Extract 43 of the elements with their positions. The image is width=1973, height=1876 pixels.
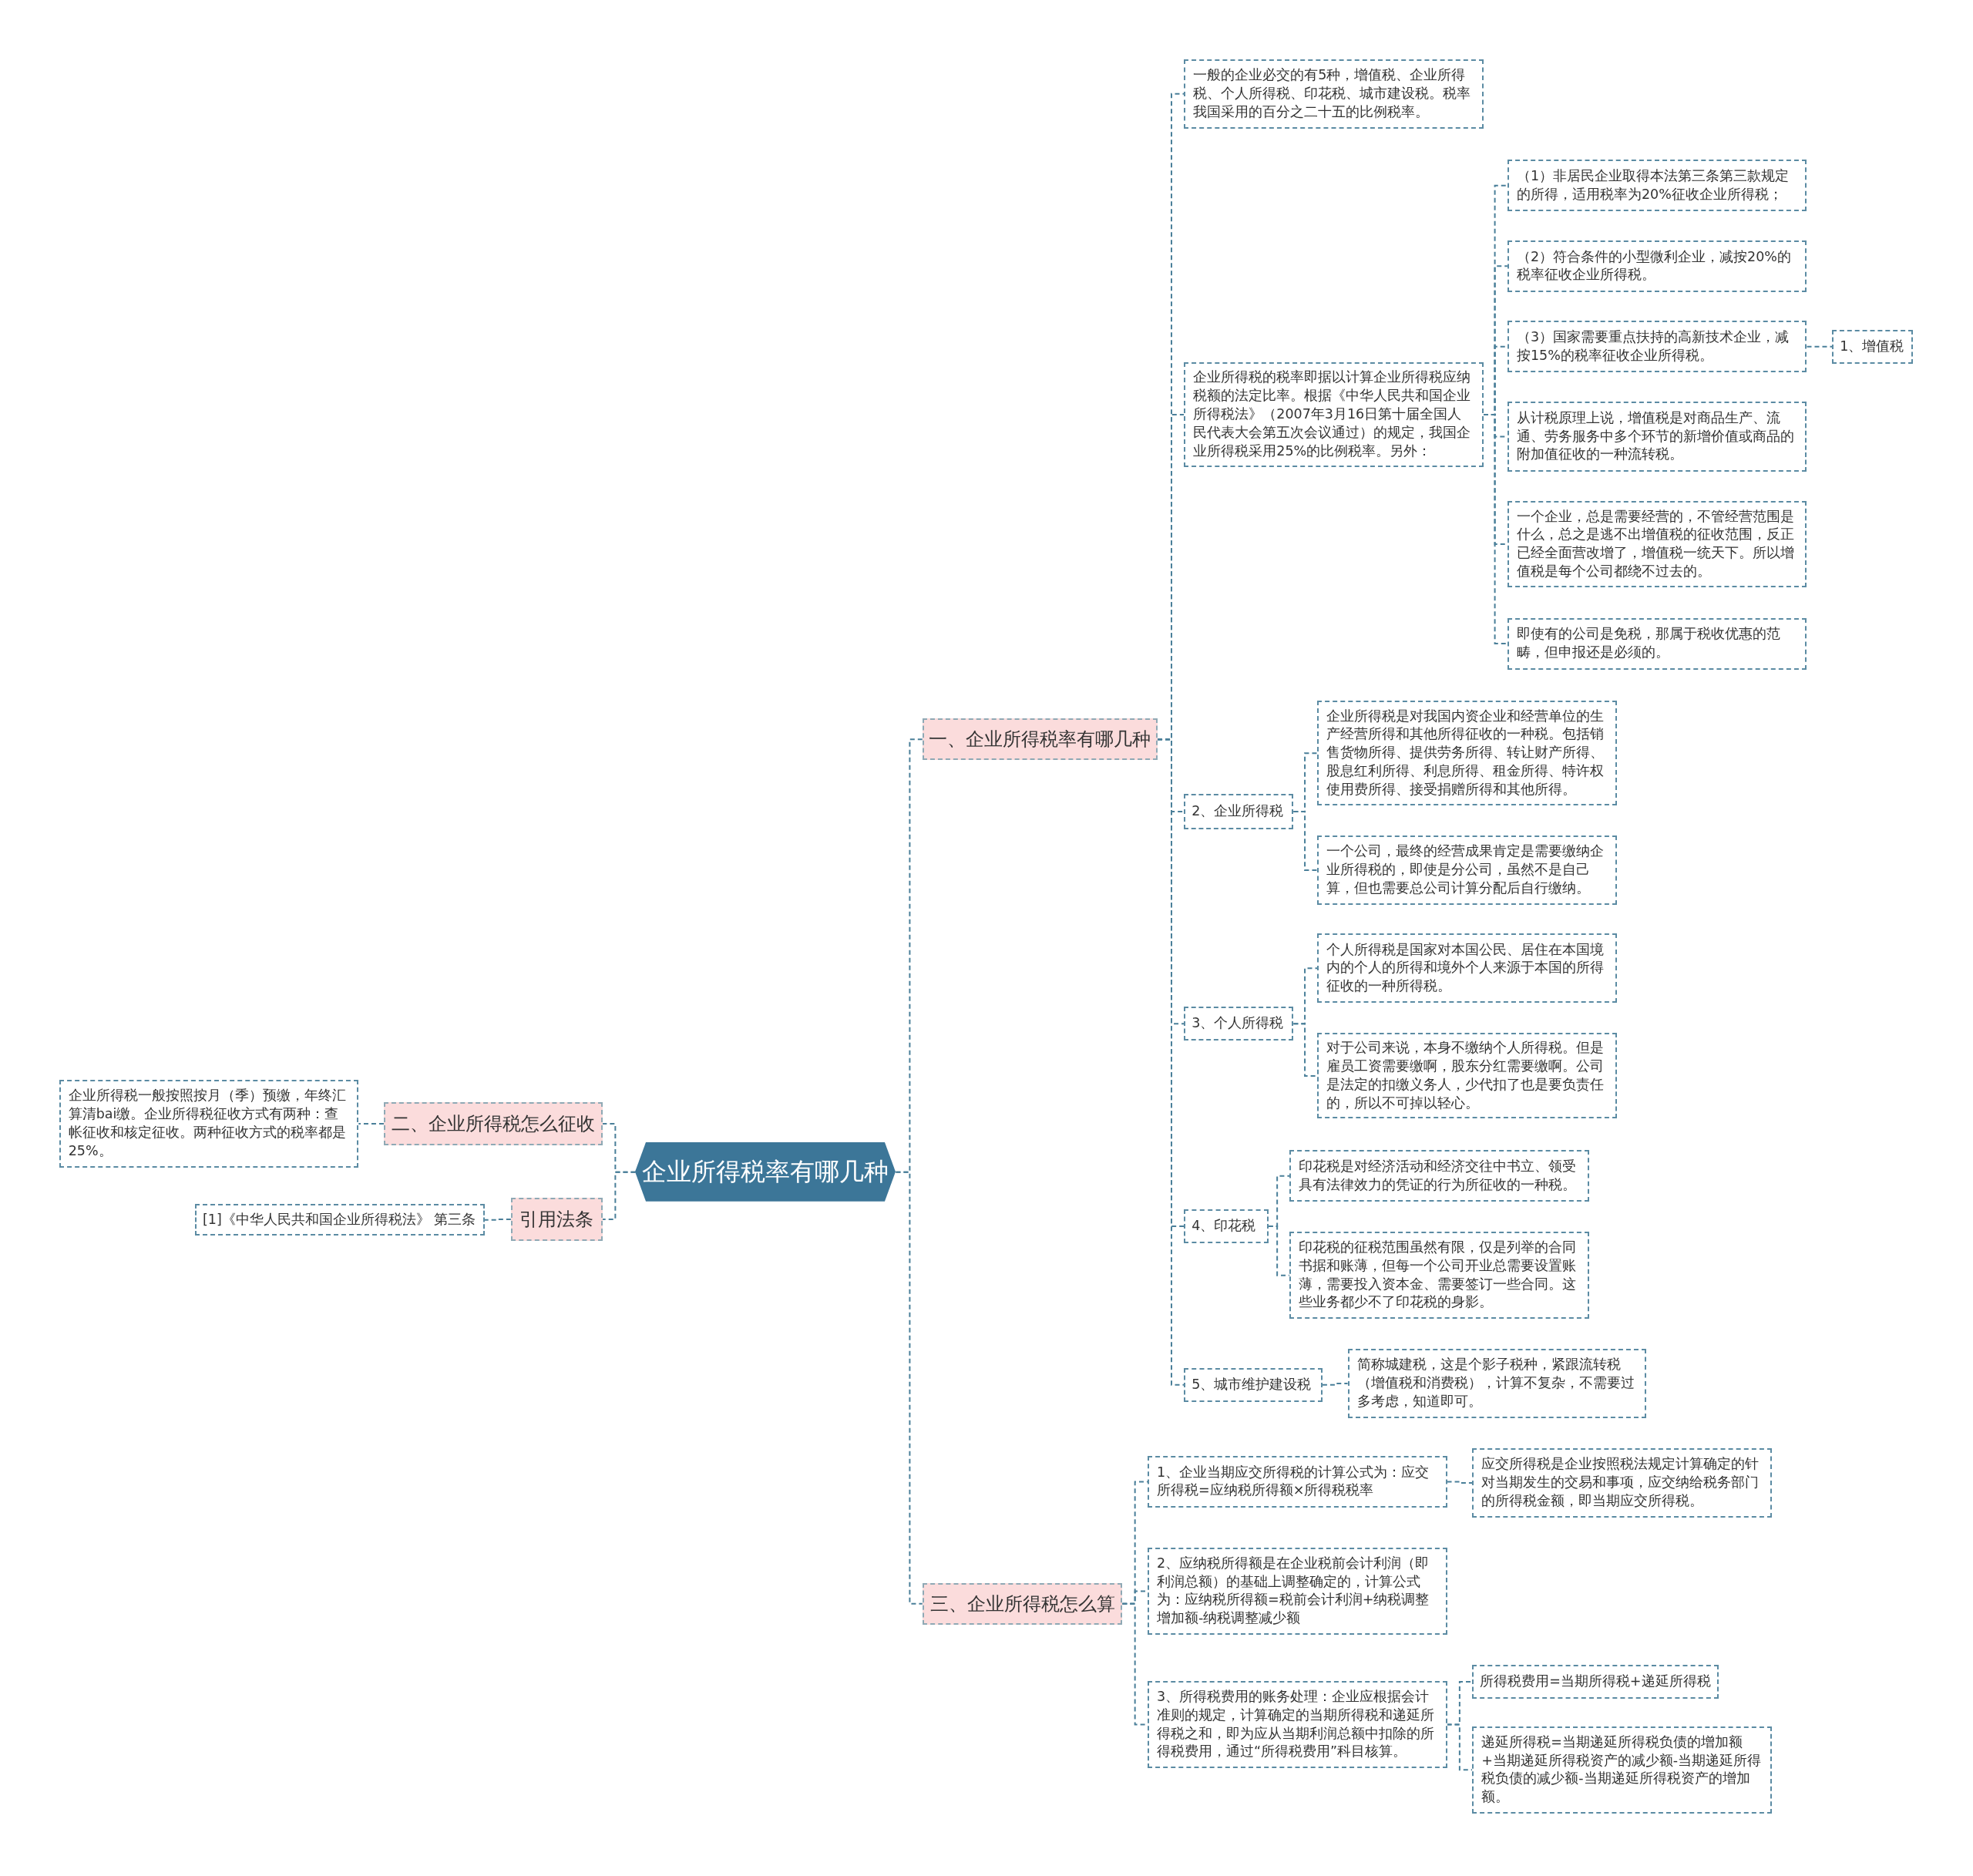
text-box: （3）国家需要重点扶持的高新技术企业，减按15%的税率征收企业所得税。: [1507, 321, 1807, 373]
text-box: 企业所得税一般按照按月（季）预缴，年终汇算清bai缴。企业所得税征收方式有两种：查帐征收和核定征收。两种征收方式的税率都是25%。: [59, 1079, 359, 1168]
text-box: 即使有的公司是免税，那属于税收优惠的范畴，但申报还是必须的。: [1507, 617, 1807, 670]
connector-line: [358, 1122, 385, 1125]
branch-topic: 一、企业所得税率有哪几种: [922, 718, 1158, 761]
text-box: 一个企业，总是需要经营的，不管经营范围是什么，总之是逃不出增值税的征收范围，反正已经全面营改增了，增值税一统天下。所以增值税是每个公司都绕不过去的。: [1507, 500, 1807, 588]
text-box: 从计税原理上说，增值税是对商品生产、流通、劳务服务中多个环节的新增价值或商品的附加值征收的一种流转税。: [1507, 401, 1807, 472]
text-box: 对于公司来说，本身不缴纳个人所得税。但是雇员工资需要缴啊，股东分红需要缴啊。公司是法定的扣缴义务人，少代扣了也是要负责任的，所以不可掉以轻心。: [1317, 1033, 1617, 1119]
text-box: 递延所得税=当期递延所得税负债的增加额+当期递延所得税资产的减少额-当期递延所得税负债的减少额-当期递延所得税资产的增加额。: [1472, 1726, 1772, 1814]
connector-line: [1446, 1723, 1474, 1771]
text-box: 企业所得税是对我国内资企业和经营单位的生产经营所得和其他所得征收的一种税。包括销售货物所得、提供劳务所得、转让财产所得、股息红利所得、利息所得、租金所得、特许权使用费所得、接受捐赠所得和其他所得。: [1317, 701, 1617, 805]
connector-line: [1446, 1481, 1474, 1484]
text-box: 所得税费用=当期所得税+递延所得税: [1472, 1665, 1719, 1699]
connector-line: [1157, 738, 1185, 1386]
central-topic-hexagon: 企业所得税率有哪几种: [635, 1142, 896, 1202]
text-box: 4、印花税: [1184, 1209, 1269, 1244]
branch-topic: 引用法条: [510, 1198, 603, 1241]
text-box: 印花税是对经济活动和经济交往中书立、领受具有法律效力的凭证的行为所征收的一种税。: [1289, 1150, 1590, 1202]
text-box: 1、企业当期应交所得税的计算公式为：应交所得税=应纳税所得额×所得税税率: [1147, 1455, 1447, 1508]
branch-topic: 二、企业所得税怎么征收: [383, 1102, 603, 1145]
branch-topic: 三、企业所得税怎么算: [922, 1582, 1123, 1625]
text-box: 一个公司，最终的经营成果肯定是需要缴纳企业所得税的，即使是分公司，虽然不是自己算，但也需要总公司计算分配后自行缴纳。: [1317, 835, 1617, 905]
text-box: 应交所得税是企业按照税法规定计算确定的针对当期发生的交易和事项，应交纳给税务部门的所得税金额，即当期应交所得税。: [1472, 1448, 1772, 1518]
text-box: 2、企业所得税: [1184, 794, 1294, 829]
text-box: 3、所得税费用的账务处理：企业应根据会计准则的规定，计算确定的当期所得税和递延所得税之和，即为应从当期利润总额中扣除的所得税费用，通过“所得税费用”科目核算。: [1147, 1681, 1447, 1768]
connector-line: [1806, 345, 1834, 348]
text-box: （2）符合条件的小型微利企业，减按20%的税率征收企业所得税。: [1507, 240, 1807, 292]
text-box: 5、城市维护建设税: [1184, 1367, 1323, 1402]
connector-line: [1321, 1383, 1349, 1386]
connector-line: [1292, 811, 1319, 871]
text-box: 2、应纳税所得额是在企业税前会计利润（即利润总额）的基础上调整确定的，计算公式为：应纳税所得额=税前会计利润+纳税调整增加额-纳税调整减少额: [1147, 1548, 1447, 1635]
connector-line: [895, 1171, 923, 1605]
text-box: 简称城建税，这是个影子税种，紧跟流转税（增值税和消费税），计算不复杂，不需要过多考虑，知道即可。: [1347, 1349, 1646, 1418]
connector-line: [483, 1219, 512, 1221]
text-box: 个人所得税是国家对本国公民、居住在本国境内的个人的所得和境外个人来源于本国的所得征收的一种所得税。: [1317, 933, 1617, 1004]
text-box: 企业所得税的税率即据以计算企业所得税应纳税额的法定比率。根据《中华人民共和国企业所得税法》（2007年3月16日第十届全国人民代表大会第五次会议通过）的规定，我国企业所得税采用25%的比例税率。另外：: [1184, 362, 1484, 467]
text-box: 3、个人所得税: [1184, 1007, 1294, 1041]
text-box: （1）非居民企业取得本法第三条第三款规定的所得，适用税率为20%征收企业所得税；: [1507, 160, 1807, 212]
text-box: 印花税的征税范围虽然有限，仅是列举的合同书据和账薄，但每一个公司开业总需要设置账薄，需要投入资本金、需要签订一些合同。这些业务都少不了印花税的身影。: [1289, 1232, 1590, 1319]
connector-line: [602, 1171, 637, 1221]
text-box: 1、增值税: [1832, 329, 1913, 364]
text-box: 一般的企业必交的有5种，增值税、企业所得税、个人所得税、印花税、城市建设税。税率我国采用的百分之二十五的比例税率。: [1184, 59, 1484, 129]
text-box: [1]《中华人民共和国企业所得税法》 第三条: [195, 1204, 485, 1236]
